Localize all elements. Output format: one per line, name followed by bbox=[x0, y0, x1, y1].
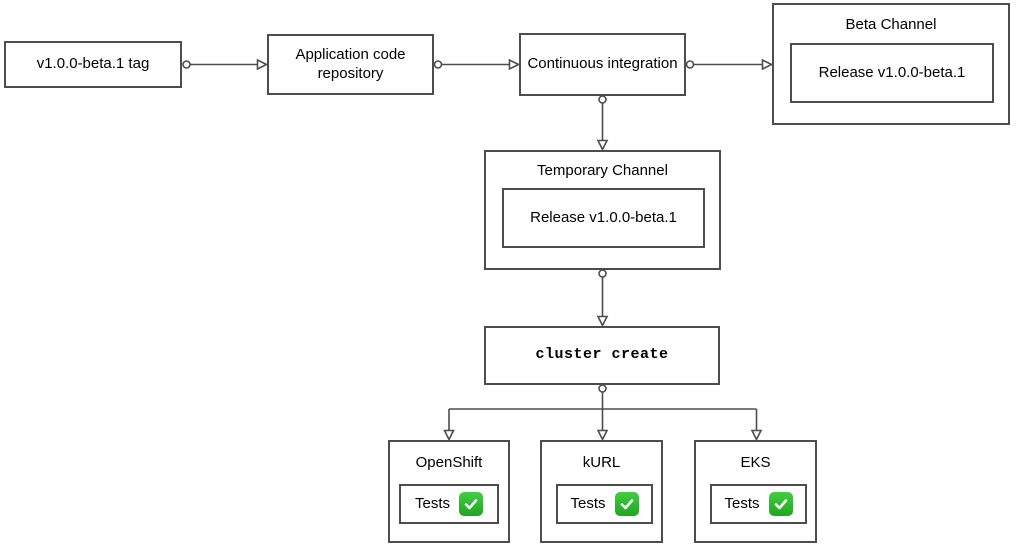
check-icon bbox=[614, 492, 639, 516]
connector-temporary-channel-to-cluster-create bbox=[596, 269, 609, 328]
cluster-create-label: cluster create bbox=[535, 346, 669, 364]
kurl-title: kURL bbox=[582, 454, 621, 471]
connector-repo-to-ci bbox=[433, 58, 521, 71]
beta-channel-title: Beta Channel bbox=[845, 16, 937, 33]
temporary-channel-title: Temporary Channel bbox=[537, 162, 668, 179]
node-cluster-create: cluster create bbox=[484, 326, 720, 385]
connector-ci-to-beta-channel bbox=[685, 58, 774, 71]
application-code-repository-label: Application code repository bbox=[295, 45, 406, 82]
connector-tag-to-repo bbox=[182, 58, 269, 71]
eks-title: EKS bbox=[740, 454, 771, 471]
node-eks: EKS Tests bbox=[694, 440, 817, 543]
check-icon bbox=[768, 492, 793, 516]
node-temporary-channel: Temporary Channel Release v1.0.0-beta.1 bbox=[484, 150, 721, 270]
node-beta-channel: Beta Channel Release v1.0.0-beta.1 bbox=[772, 3, 1010, 125]
node-version-tag: v1.0.0-beta.1 tag bbox=[4, 41, 182, 88]
eks-tests-box: Tests bbox=[710, 484, 807, 524]
continuous-integration-label: Continuous integration bbox=[527, 55, 678, 73]
version-tag-label: v1.0.0-beta.1 tag bbox=[36, 55, 150, 73]
node-continuous-integration: Continuous integration bbox=[519, 33, 686, 96]
openshift-tests-label: Tests bbox=[414, 494, 450, 512]
node-application-code-repository: Application code repository bbox=[267, 34, 434, 95]
kurl-tests-box: Tests bbox=[556, 484, 653, 524]
beta-channel-release-label: Release v1.0.0-beta.1 bbox=[818, 63, 966, 81]
openshift-title: OpenShift bbox=[415, 454, 483, 471]
check-icon bbox=[459, 492, 483, 516]
connector-ci-to-temporary-channel bbox=[596, 95, 609, 152]
connector-cluster-create-to-platforms bbox=[443, 384, 763, 442]
node-kurl: kURL Tests bbox=[540, 440, 663, 543]
temporary-channel-release-label: Release v1.0.0-beta.1 bbox=[530, 208, 677, 226]
kurl-tests-label: Tests bbox=[570, 494, 606, 512]
openshift-tests-box: Tests bbox=[399, 484, 499, 524]
temporary-channel-release-box: Release v1.0.0-beta.1 bbox=[502, 188, 705, 248]
node-openshift: OpenShift Tests bbox=[388, 440, 510, 543]
beta-channel-release-box: Release v1.0.0-beta.1 bbox=[790, 43, 994, 103]
eks-tests-label: Tests bbox=[724, 494, 760, 512]
